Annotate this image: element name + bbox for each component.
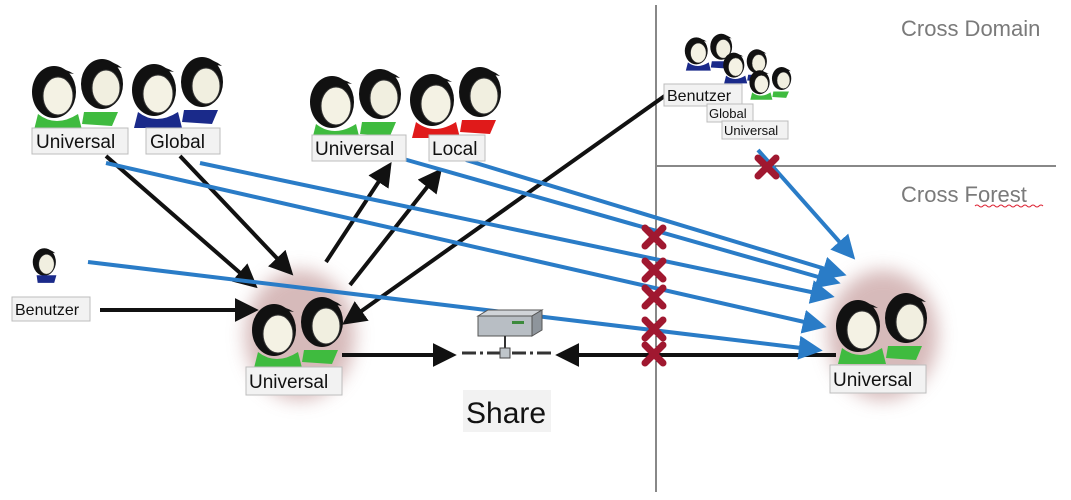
group-users-icon [409, 66, 502, 138]
user-icon [32, 248, 57, 283]
group-users-icon [131, 56, 224, 128]
arrow-tr-universal-to-right [756, 148, 856, 260]
arrow-benutzer-tr-to-center [342, 93, 668, 325]
blocked-x-icon [641, 316, 667, 342]
arrow-global1-to-right [199, 161, 835, 304]
cross-domain-cluster: Benutzer Global Universal [663, 33, 792, 140]
share-server [462, 309, 552, 359]
network-bar [462, 347, 552, 359]
share-label: Share [466, 397, 546, 430]
local-group: Local [409, 66, 502, 162]
global-top-right-label: Global [709, 106, 747, 121]
universal-group-center: Universal [245, 296, 344, 396]
group-users-icon [835, 292, 928, 364]
universal-1-label: Universal [36, 132, 115, 153]
universal-center-label: Universal [249, 372, 328, 393]
blocked-crosses [641, 154, 780, 367]
group-users-icon [309, 68, 402, 140]
arrow-global1-to-center [178, 154, 294, 276]
group-users-icon [251, 296, 344, 368]
blocked-x-icon [641, 284, 667, 310]
arrow-universal2-to-right [399, 156, 841, 289]
share-label-box [463, 390, 551, 432]
arrow-benutzer-to-right [87, 260, 823, 360]
benutzer-left-label: Benutzer [15, 302, 80, 319]
benutzer-user-left: Benutzer [11, 248, 91, 322]
universal-group-right: Universal [829, 292, 928, 394]
group-users-icon [749, 66, 792, 100]
cross-domain-label: Cross Domain [901, 16, 1040, 41]
global-group-1: Global [131, 56, 224, 155]
arrow-center-to-universal2 [324, 161, 392, 264]
spellcheck-underline [974, 204, 1044, 208]
blocked-x-icon [641, 224, 667, 250]
universal-top-right-label: Universal [724, 123, 778, 138]
blue-arrows [87, 148, 856, 360]
universal-right-label: Universal [833, 370, 912, 391]
global-1-label: Global [150, 132, 205, 153]
blocked-x-icon [641, 257, 667, 283]
arrow-universal1-to-right [105, 161, 827, 334]
universal-group-2: Universal [309, 68, 407, 162]
blocked-x-icon [641, 341, 667, 367]
cross-forest-label: Cross Forest [901, 182, 1027, 207]
black-arrows [100, 93, 836, 367]
local-label: Local [432, 139, 477, 160]
arrow-local-to-right [465, 158, 847, 280]
blocked-x-icon [754, 154, 780, 180]
server-icon [476, 309, 544, 350]
universal-group-1: Universal [31, 58, 129, 155]
group-users-icon [31, 58, 124, 130]
universal-2-label: Universal [315, 139, 394, 160]
arrow-universal1-to-center [104, 154, 258, 289]
benutzer-top-right-label: Benutzer [667, 88, 732, 105]
